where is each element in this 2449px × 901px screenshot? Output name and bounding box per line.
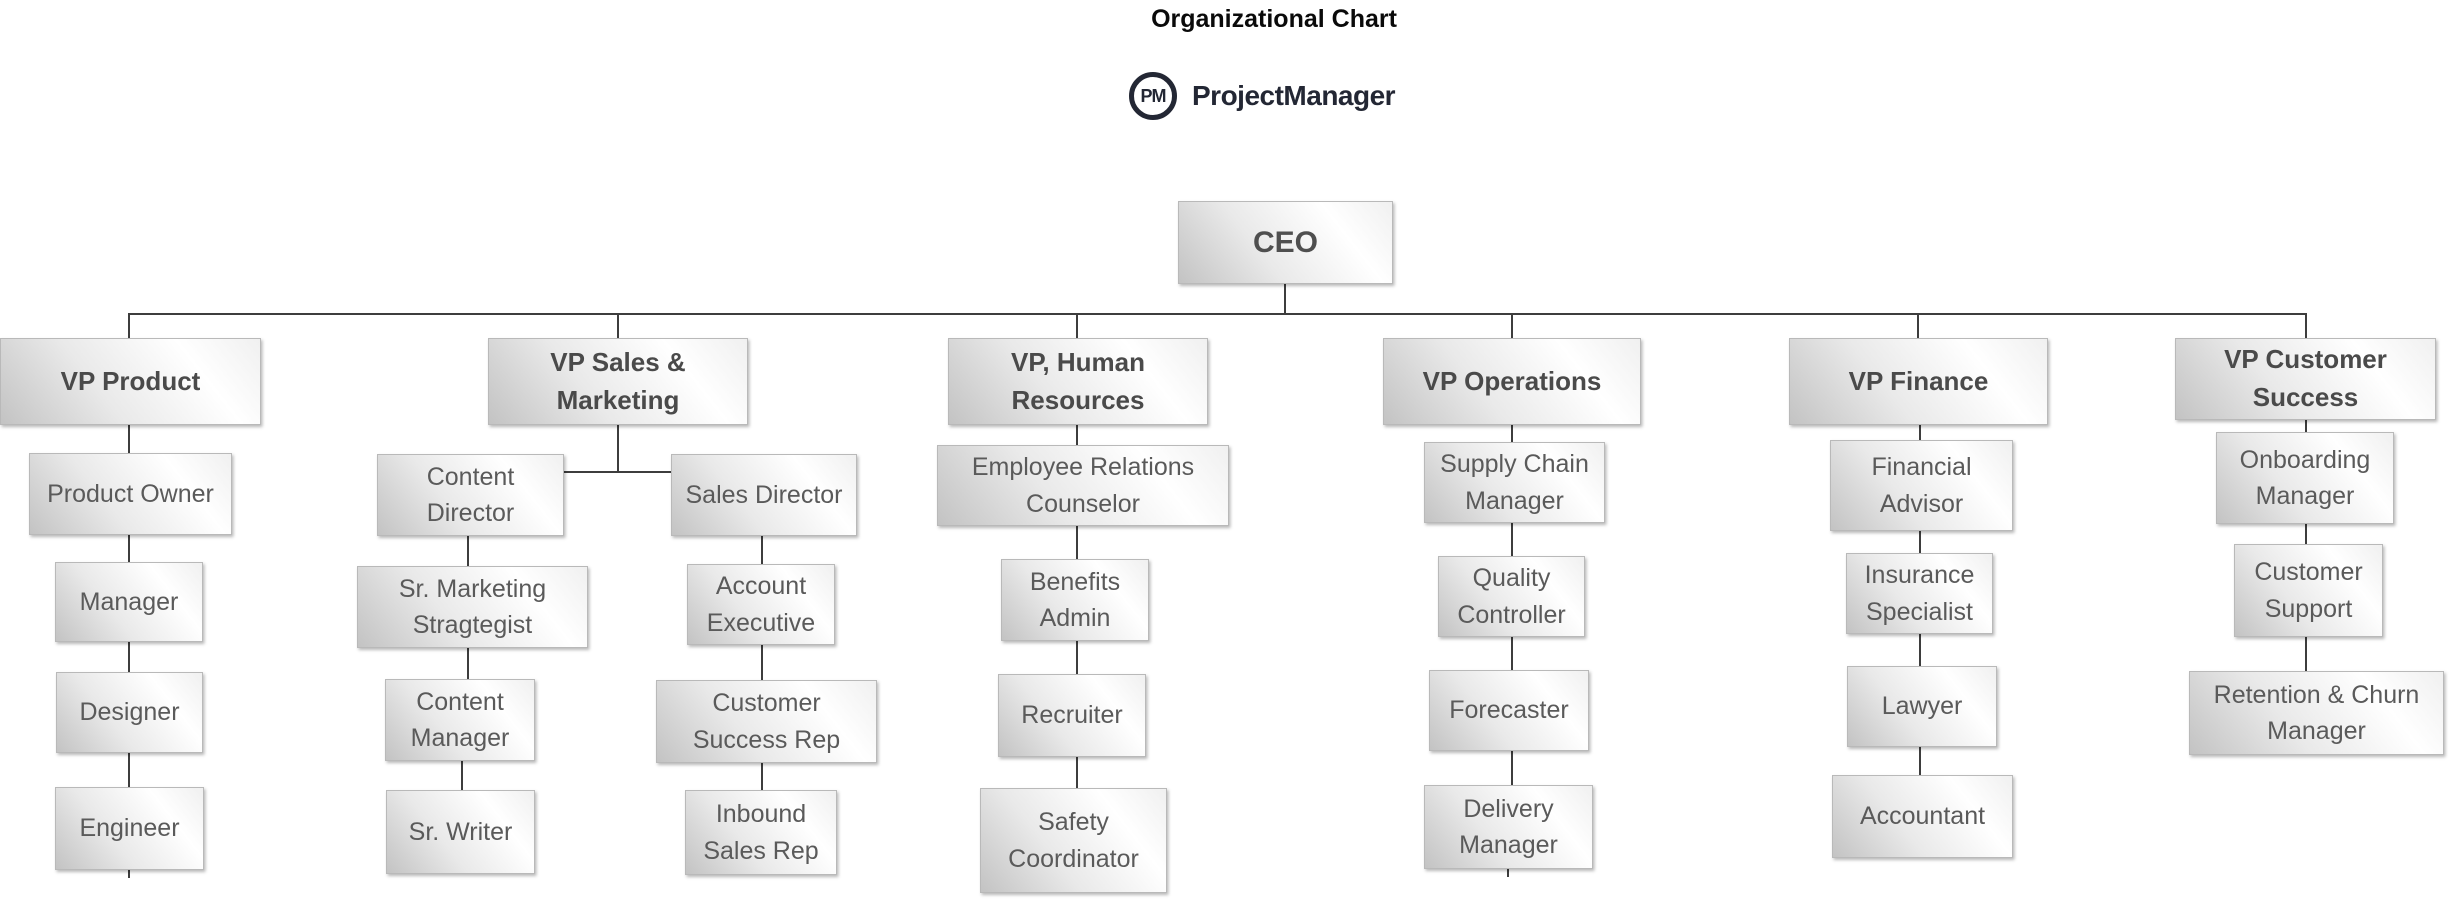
connector (1511, 523, 1513, 556)
node-account-executive: Account Executive (687, 564, 835, 645)
connector-vp-drop (128, 313, 130, 338)
connector-vp-drop (617, 313, 619, 338)
connector-ceo-drop (1284, 284, 1286, 313)
node-vp-sales-marketing: VP Sales & Marketing (488, 338, 748, 425)
connector (1919, 747, 1921, 775)
page-title: Organizational Chart (1151, 5, 1397, 33)
cropped-connector-stub (128, 870, 130, 878)
node-delivery-manager: Delivery Manager (1424, 785, 1593, 869)
brand-logo: PM ProjectManager (1129, 72, 1396, 120)
node-insurance-specialist: Insurance Specialist (1846, 553, 1993, 634)
connector (128, 642, 130, 672)
node-benefits-admin: Benefits Admin (1001, 559, 1149, 641)
node-forecaster: Forecaster (1429, 670, 1589, 751)
connector (461, 761, 463, 790)
connector (128, 425, 130, 453)
cropped-connector-stub (1507, 869, 1509, 877)
node-vp-human-resources: VP, Human Resources (948, 338, 1208, 425)
node-lawyer: Lawyer (1847, 666, 1997, 747)
connector-vp-drop (1076, 313, 1078, 338)
logo-monogram: PM (1140, 85, 1167, 106)
connector (128, 753, 130, 787)
connector (761, 536, 763, 564)
connector (1076, 425, 1078, 445)
node-sr-writer: Sr. Writer (386, 790, 535, 874)
node-inbound-sales-rep: Inbound Sales Rep (685, 790, 837, 875)
node-customer-support: Customer Support (2234, 544, 2383, 637)
connector (1511, 637, 1513, 670)
node-sales-director: Sales Director (671, 454, 857, 536)
node-financial-advisor: Financial Advisor (1830, 440, 2013, 531)
connector (761, 645, 763, 680)
node-supply-chain-manager: Supply Chain Manager (1424, 442, 1605, 523)
connector (1076, 641, 1078, 674)
connector (1919, 531, 1921, 553)
connector (2305, 524, 2307, 544)
connector (1076, 757, 1078, 788)
node-engineer: Engineer (55, 787, 204, 870)
node-designer: Designer (56, 672, 203, 753)
brand-name: ProjectManager (1192, 80, 1396, 111)
connector (761, 763, 763, 790)
node-retention-churn-manager: Retention & Churn Manager (2189, 671, 2444, 755)
connector (128, 535, 130, 562)
connector (1076, 526, 1078, 559)
node-content-director: Content Director (377, 454, 564, 536)
connector-vp-drop (1917, 313, 1919, 338)
connector-vp-drop (2305, 313, 2307, 338)
node-recruiter: Recruiter (998, 674, 1146, 757)
node-vp-finance: VP Finance (1789, 338, 2048, 425)
node-customer-success-rep: Customer Success Rep (656, 680, 877, 763)
connector-vp-drop (1511, 313, 1513, 338)
node-manager: Manager (55, 562, 203, 642)
connector (1919, 425, 1921, 440)
node-accountant: Accountant (1832, 775, 2013, 858)
node-employee-relations-counselor: Employee Relations Counselor (937, 445, 1229, 526)
node-content-manager: Content Manager (385, 679, 535, 761)
connector-main-rail (129, 313, 2307, 315)
node-quality-controller: Quality Controller (1438, 556, 1585, 637)
connector (1919, 634, 1921, 666)
connector (2305, 420, 2307, 432)
connector (467, 536, 469, 566)
node-vp-product: VP Product (0, 338, 261, 425)
node-product-owner: Product Owner (29, 453, 232, 535)
connector (2305, 637, 2307, 671)
connector (617, 425, 619, 472)
pm-logo-icon: PM (1129, 72, 1177, 120)
node-vp-customer-success: VP Customer Success (2175, 338, 2436, 420)
node-ceo: CEO (1178, 201, 1393, 284)
node-onboarding-manager: Onboarding Manager (2216, 432, 2394, 524)
node-sr-marketing-strategist: Sr. Marketing Stragtegist (357, 566, 588, 648)
node-vp-operations: VP Operations (1383, 338, 1641, 425)
connector-branch-rail (564, 471, 671, 473)
connector (467, 647, 469, 679)
connector (1511, 425, 1513, 442)
connector (1511, 751, 1513, 785)
node-safety-coordinator: Safety Coordinator (980, 788, 1167, 893)
